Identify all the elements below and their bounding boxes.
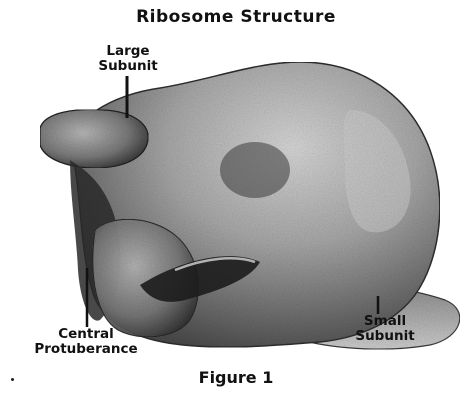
label-central-protuberance: Central Protuberance (6, 327, 166, 357)
label-large-subunit: Large Subunit (72, 44, 184, 74)
label-small-subunit: Small Subunit (335, 314, 435, 344)
tunnel-shadow (220, 142, 290, 198)
figure-caption: Figure 1 (0, 368, 472, 387)
left-lobe-shape (40, 110, 148, 168)
